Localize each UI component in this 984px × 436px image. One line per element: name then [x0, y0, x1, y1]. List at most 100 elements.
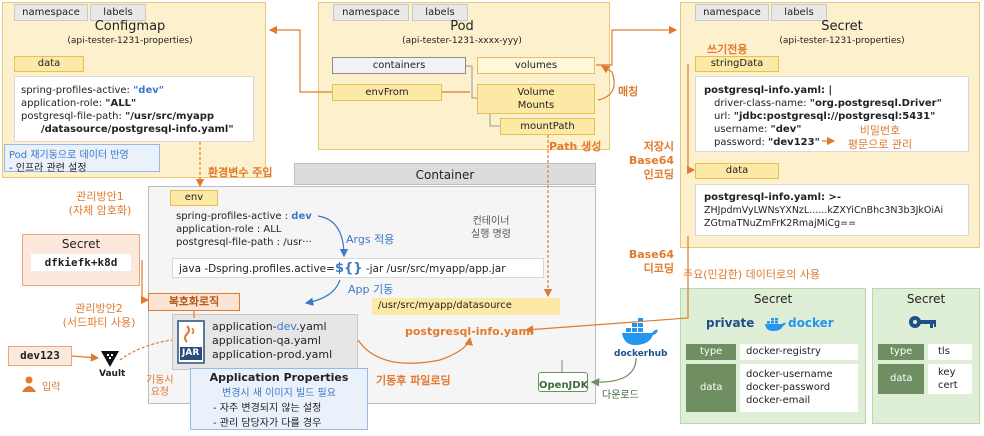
pod-containers: containers	[332, 57, 466, 74]
secret2-title: Secret	[906, 292, 946, 306]
container-datasource-path: /usr/src/myapp/datasource	[372, 298, 560, 315]
pod-volume-mounts-line2: Mounts	[517, 100, 555, 111]
container-startup-line1: 기동시	[146, 375, 174, 386]
dockerhub-icon	[620, 318, 660, 348]
container-title: Container	[415, 168, 475, 182]
configmap-title: Configmap	[94, 19, 166, 34]
container-startup-line2: 요청	[150, 387, 169, 398]
container-args-label: Args 적용	[346, 233, 395, 246]
configmap-line4: /datasource/postgresql-info.yaml"	[41, 124, 234, 135]
secret2-data-line2: cert	[938, 380, 958, 391]
left-secret-title: Secret	[61, 237, 101, 251]
secret-plain-note-line1: 비밀번호	[859, 124, 901, 137]
configmap-subtitle: (api-tester-1231-properties)	[67, 36, 193, 46]
openjdk-badge: OpenJDK	[538, 372, 588, 392]
secret-decode-label: Base64 디코딩	[626, 248, 674, 276]
secret-sd-line3: url: "jdbc:postgresql://postgresql:5431"	[714, 111, 936, 122]
secret-title: Secret	[821, 19, 863, 34]
container-app-qa: application-qa.yaml	[212, 334, 321, 347]
secret-d-line2: ZHJpdmVyLWNsYXNzL......kZXYiCnBhc3N3b3Jk…	[704, 205, 944, 216]
openjdk-label: OpenJDK	[539, 380, 589, 391]
left-dev-value: dev123	[8, 346, 72, 366]
container-decrypt-logic: 복호화로직	[148, 293, 240, 311]
secret-plain-note: 비밀번호 평문으로 관리	[830, 124, 930, 152]
pod-volume-mounts-line1: Volume	[517, 87, 555, 98]
left-secret-value: dfkiefk+k8d	[31, 254, 131, 271]
container-run-cmd-line2: 실행 명령	[471, 229, 511, 240]
plan2-line2: (서드파티 사용)	[62, 316, 136, 329]
secret-data-label: data	[695, 163, 779, 179]
pod-env-inject-label: 환경변수 주입	[208, 166, 273, 179]
secret1-type-val: docker-registry	[740, 344, 858, 360]
app-props-item2: - 관리 담당자가 다를 경우	[213, 418, 322, 429]
configmap-tab-namespace: namespace	[14, 4, 88, 21]
secret2-data-val: key cert	[928, 364, 972, 394]
vault-icon	[101, 350, 119, 368]
configmap-line1: spring-profiles-active: "dev"	[21, 85, 164, 96]
app-props-title: Application Properties	[209, 371, 349, 384]
jar-icon: JAR	[177, 320, 205, 364]
container-java-cmd-text: java -Dspring.profiles.active=${} -jar /…	[179, 261, 506, 276]
secret-stringdata-box: postgresql-info.yaml: | driver-class-nam…	[695, 76, 969, 152]
container-title-bar: Container	[294, 163, 596, 185]
pod-matching-label: 매칭	[618, 85, 639, 98]
secret-sd-line1: postgresql-info.yaml: |	[704, 85, 833, 96]
secret2-data-key: data	[878, 364, 924, 394]
secret-write-only-label: 쓰기전용	[707, 43, 748, 56]
arrow-dev-vault	[71, 353, 100, 362]
container-app-files: application-dev.yaml application-qa.yaml…	[212, 320, 332, 362]
secret-decode-line1: Base64	[628, 248, 674, 261]
plan1-line2: (자체 암호화)	[68, 204, 132, 217]
secret-save-line2: Base64	[628, 154, 674, 167]
configmap-note-item: - 인프라 관련 설정	[9, 163, 87, 174]
secret-d-line1: postgresql-info.yaml: >-	[704, 192, 842, 203]
dockerhub-label: dockerhub	[614, 349, 668, 359]
container-run-cmd-label: 컨테이너 실행 명령	[456, 215, 526, 241]
container-app-prod: application-prod.yaml	[212, 348, 333, 361]
pod-title: Pod	[450, 19, 474, 34]
pod-mountpath: mountPath	[500, 118, 595, 135]
secret-sd-line2: driver-class-name: "org.postgresql.Drive…	[714, 98, 942, 109]
pod-envfrom: envFrom	[332, 84, 442, 101]
secret1-data-line2: docker-password	[746, 382, 831, 393]
secret1-data-line1: docker-username	[746, 369, 833, 380]
user-icon	[22, 376, 36, 392]
secret-subtitle: (api-tester-1231-properties)	[779, 36, 905, 46]
secret1-private-label: private	[706, 316, 755, 330]
secret1-title: Secret	[753, 292, 793, 306]
secret-decode-line2: 디코딩	[643, 262, 674, 275]
download-label: 다운로드	[602, 390, 639, 401]
pod-subtitle: (api-tester-1231-xxxx-yyy)	[402, 36, 522, 46]
secret-d-line3: ZGtmaTNuZmFrK2RmajMiCg==	[704, 218, 857, 229]
secret1-data-key: data	[686, 364, 736, 412]
docker-whale-icon	[765, 318, 786, 331]
secret-sd-line5: password: "dev123"	[714, 137, 820, 148]
plan1-label: 관리방안1 (자체 암호화)	[58, 190, 142, 218]
usage-title: 주요(민감한) 데이터로의 사용	[683, 268, 821, 281]
container-env-line2: application-role : ALL	[176, 224, 282, 235]
left-vault-label: Vault	[99, 369, 126, 379]
secret1-data-val: docker-username docker-password docker-e…	[740, 364, 858, 412]
container-run-cmd-line1: 컨테이너	[472, 216, 510, 227]
container-env-lines: spring-profiles-active : dev application…	[176, 210, 312, 249]
container-env-label: env	[170, 190, 218, 206]
arrow-dockerhub-openjdk	[590, 357, 637, 387]
pod-path-create-label: Path 생성	[549, 140, 602, 153]
jar-icon-label: JAR	[182, 348, 200, 358]
plan1-line1: 관리방안1	[76, 190, 124, 203]
secret2-data-line1: key	[938, 367, 956, 378]
secret-stringdata-label: stringData	[695, 56, 779, 72]
secret-data-box: postgresql-info.yaml: >- ZHJpdmVyLWNsYXN…	[695, 184, 969, 236]
secret-save-line1: 저장시	[643, 140, 674, 153]
pod-tab-namespace: namespace	[333, 4, 409, 21]
app-props-box: Application Properties 변경시 새 이미지 빌드 필요 -…	[190, 368, 368, 430]
secret1-private-docker: private docker	[706, 314, 846, 336]
configmap-data-label: data	[14, 56, 84, 72]
secret-save-encode-label: 저장시 Base64 인코딩	[626, 140, 674, 182]
secret2-type-key: type	[878, 344, 924, 360]
secret1-docker-label: docker	[788, 316, 834, 330]
secret-save-line3: 인코딩	[643, 168, 674, 181]
configmap-line3: postgresql-file-path: "/usr/src/myapp	[21, 111, 215, 122]
secret-tab-labels: labels	[771, 4, 827, 21]
container-postgresql-file: postgresql-info.yaml	[405, 325, 534, 338]
